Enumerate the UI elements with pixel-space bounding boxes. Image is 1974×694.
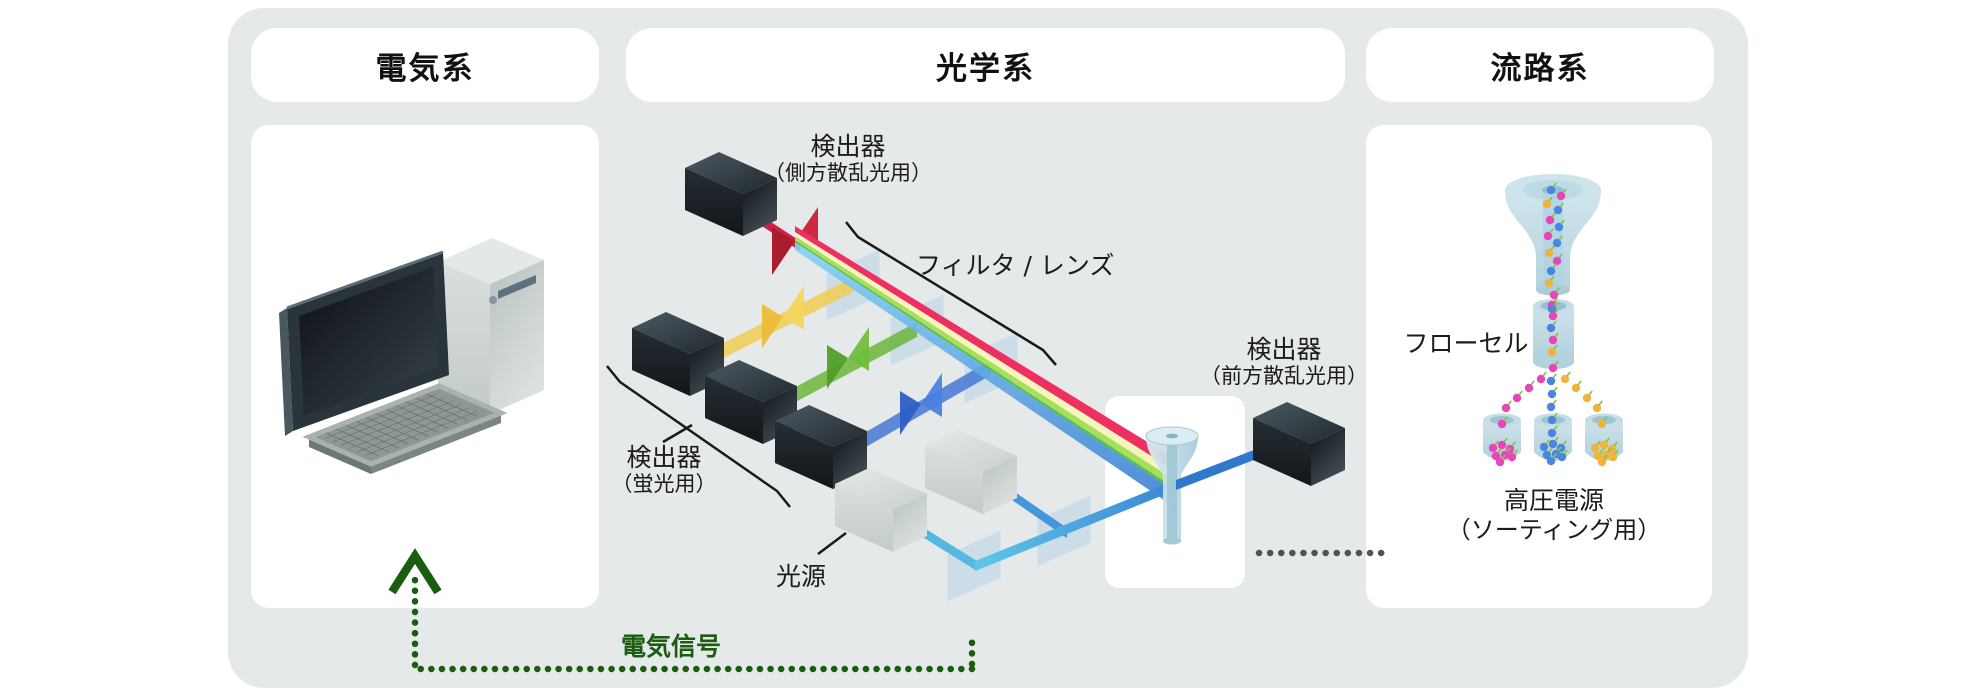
header-optical-system: 光学系	[626, 28, 1345, 102]
side-scatter-detector-label: 検出器 （側方散乱光用）	[764, 132, 932, 186]
hv-power-supply-label: 高圧電源 （ソーティング用）	[1446, 486, 1662, 545]
forward-scatter-detector-label: 検出器 （前方散乱光用）	[1200, 335, 1368, 389]
header-electrical-system: 電気系	[251, 28, 599, 102]
fluorescence-detector-label: 検出器 （蛍光用）	[611, 443, 717, 497]
filter-lens-label: フィルタ / レンズ	[916, 251, 1115, 280]
electrical-panel	[251, 125, 599, 608]
flow-cell-highlight-box	[1105, 396, 1245, 588]
electric-signal-label: 電気信号	[620, 632, 722, 661]
flow-cell-label: フローセル	[1403, 329, 1529, 358]
header-optical-label: 光学系	[936, 50, 1035, 87]
header-fluidic-system: 流路系	[1366, 28, 1714, 102]
header-fluidic-label: 流路系	[1490, 50, 1590, 87]
light-source-label: 光源	[775, 562, 827, 591]
header-electrical-label: 電気系	[375, 50, 475, 87]
